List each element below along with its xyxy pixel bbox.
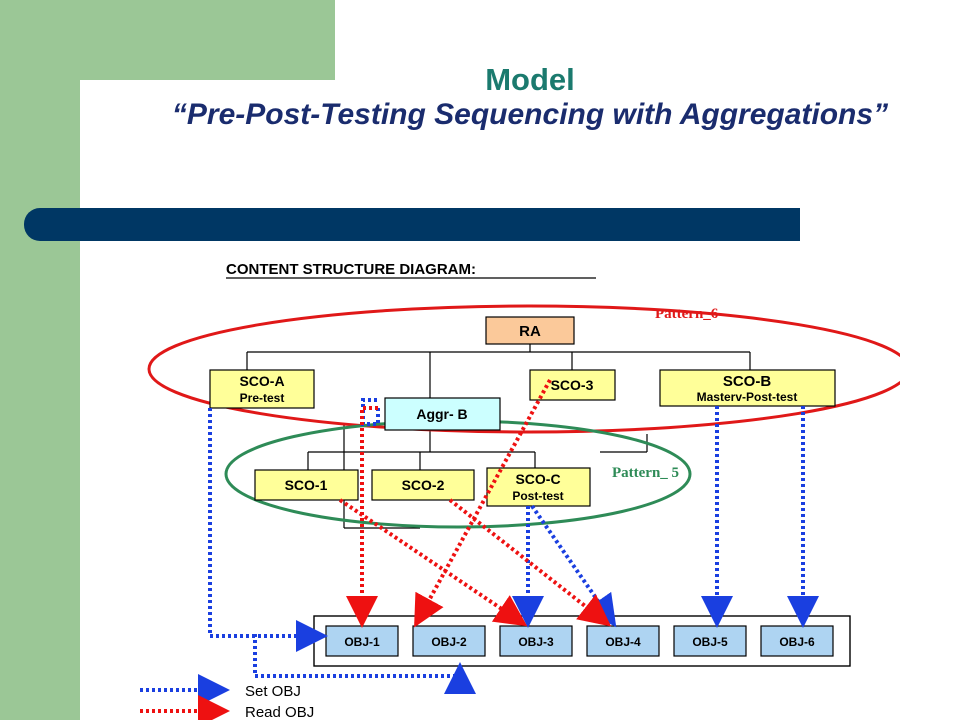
objective-label: OBJ-6 <box>779 635 815 649</box>
objective-2: OBJ-2 <box>412 625 486 657</box>
objective-label: OBJ-4 <box>605 635 641 649</box>
content-structure-diagram: CONTENT STRUCTURE DIAGRAM: Pattern_6 Pat… <box>140 261 900 720</box>
svg-text:SCO-A: SCO-A <box>239 373 284 389</box>
node-sco-c: SCO-C Post-test <box>486 467 591 507</box>
objective-3: OBJ-3 <box>499 625 573 657</box>
left-accent-bar <box>0 0 80 720</box>
objective-label: OBJ-2 <box>431 635 467 649</box>
objectives-row: OBJ-1 OBJ-2 OBJ-3 OBJ-4 OBJ-5 OBJ-6 <box>325 625 834 657</box>
title-divider-bar <box>24 208 800 241</box>
pattern-6-label: Pattern_6 <box>655 306 719 322</box>
node-sco-b: SCO-B Masterv-Post-test <box>659 369 836 407</box>
objective-5: OBJ-5 <box>673 625 747 657</box>
tree-connectors <box>246 344 751 529</box>
svg-text:Aggr- B: Aggr- B <box>416 406 467 422</box>
read-obj-arrows <box>338 379 612 628</box>
svg-text:SCO-C: SCO-C <box>515 471 560 487</box>
svg-text:SCO-1: SCO-1 <box>285 477 328 493</box>
node-aggr-b: Aggr- B <box>384 397 501 431</box>
node-sco-2: SCO-2 <box>371 469 475 501</box>
objective-label: OBJ-3 <box>518 635 554 649</box>
read-arrow-aggr-b-obj1 <box>346 406 378 628</box>
svg-text:SCO-B: SCO-B <box>723 373 772 390</box>
read-arrow-sco-1-obj3 <box>338 498 528 627</box>
set-arrow-aggr-b <box>361 398 380 426</box>
read-arrow-sco-3-obj2 <box>414 379 552 628</box>
objective-6: OBJ-6 <box>760 625 834 657</box>
slide-title: Model <box>485 62 575 97</box>
top-accent-block <box>80 0 335 80</box>
set-obj-arrows <box>208 398 819 694</box>
objective-label: OBJ-5 <box>692 635 728 649</box>
svg-text:Post-test: Post-test <box>512 489 563 503</box>
legend-set-label: Set OBJ <box>245 683 301 700</box>
svg-text:SCO-2: SCO-2 <box>402 477 445 493</box>
node-sco-1: SCO-1 <box>254 469 359 501</box>
diagram-heading: CONTENT STRUCTURE DIAGRAM: <box>226 261 476 278</box>
objective-1: OBJ-1 <box>325 625 399 657</box>
svg-text:SCO-3: SCO-3 <box>551 377 594 393</box>
legend-read-label: Read OBJ <box>245 704 314 720</box>
objective-4: OBJ-4 <box>586 625 660 657</box>
svg-text:Masterv-Post-test: Masterv-Post-test <box>697 390 798 404</box>
slide-subtitle: “Pre-Post-Testing Sequencing with Aggreg… <box>171 98 889 131</box>
svg-text:RA: RA <box>519 323 541 340</box>
node-ra: RA <box>485 316 575 345</box>
set-arrow-sco-a <box>208 408 328 652</box>
node-sco-a: SCO-A Pre-test <box>209 369 315 409</box>
slide-title-block: Model “Pre-Post-Testing Sequencing with … <box>150 62 910 132</box>
pattern-6-ring <box>147 304 900 434</box>
svg-text:Pre-test: Pre-test <box>240 391 285 405</box>
objective-label: OBJ-1 <box>344 635 380 649</box>
node-sco-3: SCO-3 <box>529 369 616 401</box>
set-arrow-loop-obj2 <box>253 634 476 694</box>
pattern-5-label: Pattern_ 5 <box>612 465 679 481</box>
